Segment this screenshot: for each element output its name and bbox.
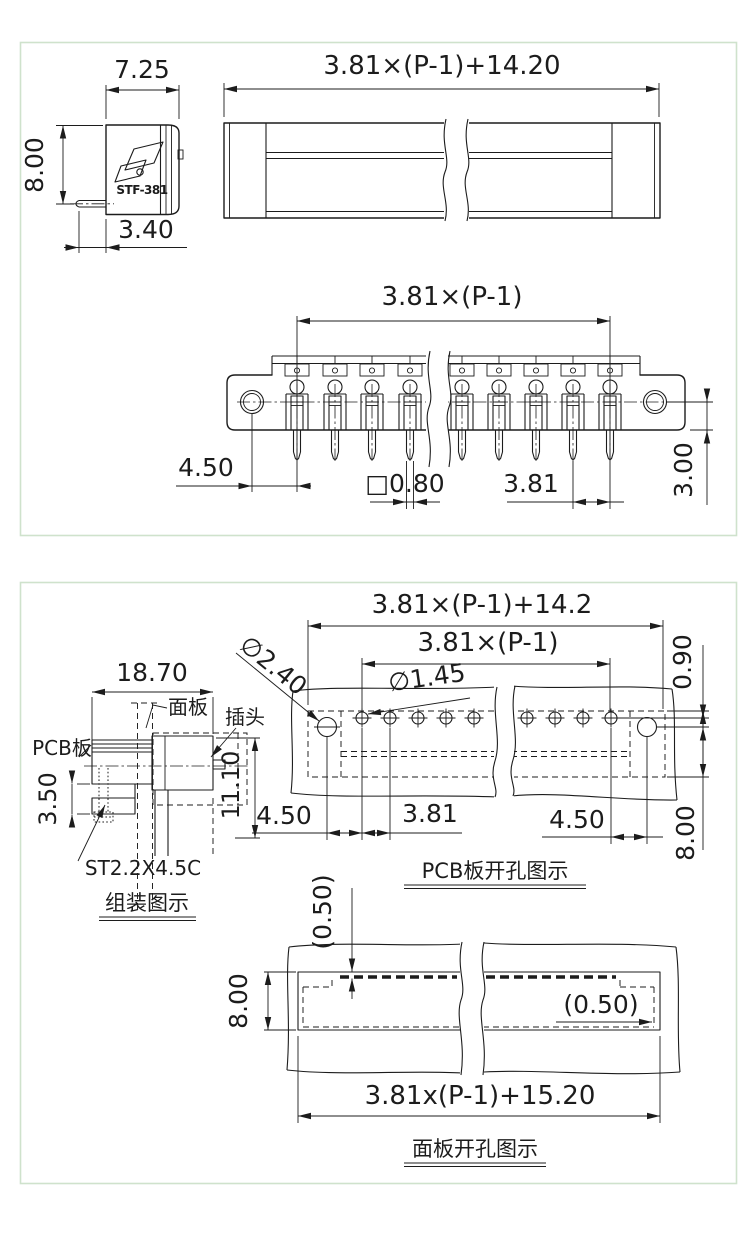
label-pcb: PCB板 <box>32 736 92 760</box>
dim-cutout-height: 8.00 <box>224 973 253 1029</box>
dim-front-hole-to-pin: 4.50 <box>178 453 234 482</box>
dim-pcb-span: 3.81×(P-1) <box>418 628 559 658</box>
dim-front-pitch: 3.81 <box>503 469 559 498</box>
dim-front-span: 3.81×(P-1) <box>382 282 523 312</box>
label-panel: 面板 <box>168 695 208 719</box>
dim-top-length: 3.81×(P-1)+14.20 <box>323 51 560 81</box>
dim-pcb-total: 3.81×(P-1)+14.2 <box>372 590 593 620</box>
dim-cutout-top-gap: (0.50) <box>308 874 337 949</box>
cutout-view-title: 面板开孔图示 <box>412 1137 538 1161</box>
brand-logo-icon <box>114 141 164 183</box>
dim-pcb-right-margin: 4.50 <box>549 805 605 834</box>
pcb-drill-view: 3.81×(P-1)+14.2 3.81×(P-1) ∅2.40 ∅1.45 4… <box>234 590 709 889</box>
dim-pcb-pitch: 3.81 <box>402 799 458 828</box>
panel1-frame <box>19 41 738 537</box>
pcb-view-title: PCB板开孔图示 <box>422 859 569 883</box>
dim-side-height: 8.00 <box>20 137 49 193</box>
top-view: 3.81×(P-1)+14.20 <box>223 51 661 224</box>
assembly-view: 18.70 11.10 3.50 PCB板 面板 插头 ST2.2X4.5C 组… <box>32 658 265 921</box>
dim-pcb-left-margin: 4.50 <box>256 801 312 830</box>
dim-front-tail: 3.00 <box>669 442 698 498</box>
dim-pcb-row-offset: 0.90 <box>668 634 697 690</box>
dim-assembly-height: 11.10 <box>217 751 245 820</box>
side-view: STF-381 7.25 8.00 3.40 <box>20 55 187 253</box>
dim-side-width: 7.25 <box>114 55 170 84</box>
label-screw: ST2.2X4.5C <box>85 856 201 880</box>
dim-front-pin-square: □0.80 <box>365 469 444 498</box>
panel2-frame <box>19 581 738 1185</box>
dim-big-hole: ∅2.40 <box>234 630 312 701</box>
assembly-title: 组装图示 <box>105 891 189 915</box>
dim-cutout-length: 3.81x(P-1)+15.20 <box>365 1081 596 1111</box>
dim-cutout-side-gap: (0.50) <box>563 990 638 1019</box>
panel-cutout-view: (0.50) 8.00 (0.50) 3.81x(P-1)+15.20 面板开孔… <box>224 874 681 1167</box>
label-plug: 插头 <box>225 705 265 729</box>
dim-assembly-depth: 18.70 <box>116 658 188 687</box>
dim-assembly-pcb-offset: 3.50 <box>34 772 62 825</box>
model-label: STF-381 <box>116 183 167 197</box>
dim-side-pin-offset: 3.40 <box>118 215 174 244</box>
dim-pcb-height: 8.00 <box>671 805 700 861</box>
front-view: 3.81×(P-1) 4.50 □0.80 3.81 3.00 <box>176 282 713 509</box>
